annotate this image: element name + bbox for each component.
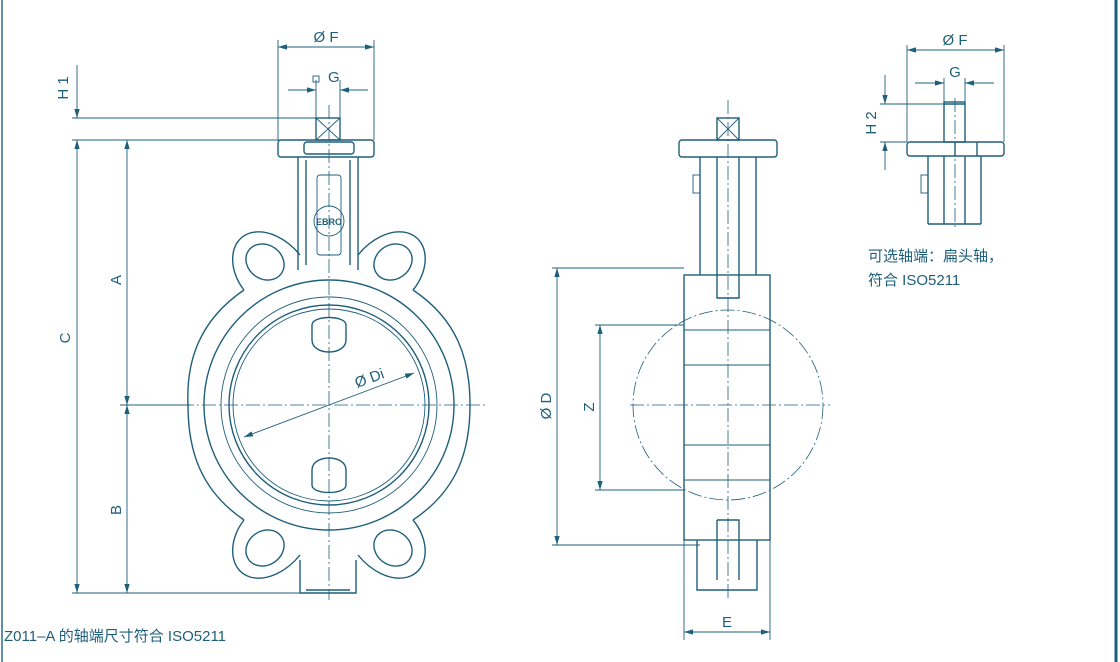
detail-note: 可选轴端：扁头轴， 符合 ISO5211 <box>868 245 1003 293</box>
dim-Di: Ø Di <box>353 366 387 392</box>
dim-G-main: G <box>328 69 340 86</box>
dim-G-detail: G <box>949 64 961 81</box>
dim-H2: H 2 <box>863 111 880 134</box>
detail-note-line2: 符合 ISO5211 <box>868 272 961 289</box>
brand-logo: EBRO <box>316 217 342 227</box>
dim-Z: Z <box>581 402 598 411</box>
dim-D: Ø D <box>538 393 555 420</box>
dim-F-detail: Ø F <box>943 32 968 49</box>
footer-note: Z011–A 的轴端尺寸符合 ISO5211 <box>4 628 227 645</box>
dim-F-main: Ø F <box>314 29 339 46</box>
detail-note-line1: 可选轴端：扁头轴， <box>868 248 1004 265</box>
detail-view: Ø F G H 2 <box>863 32 1005 230</box>
dim-C: C <box>57 332 74 343</box>
dim-A: A <box>108 275 125 285</box>
dim-H1: H 1 <box>55 76 72 99</box>
front-view: EBRO Ø Di Ø F G H 1 C A B <box>55 29 485 600</box>
side-view: Ø D Z E <box>538 100 830 640</box>
dim-B: B <box>108 505 125 515</box>
dim-E: E <box>722 614 732 631</box>
